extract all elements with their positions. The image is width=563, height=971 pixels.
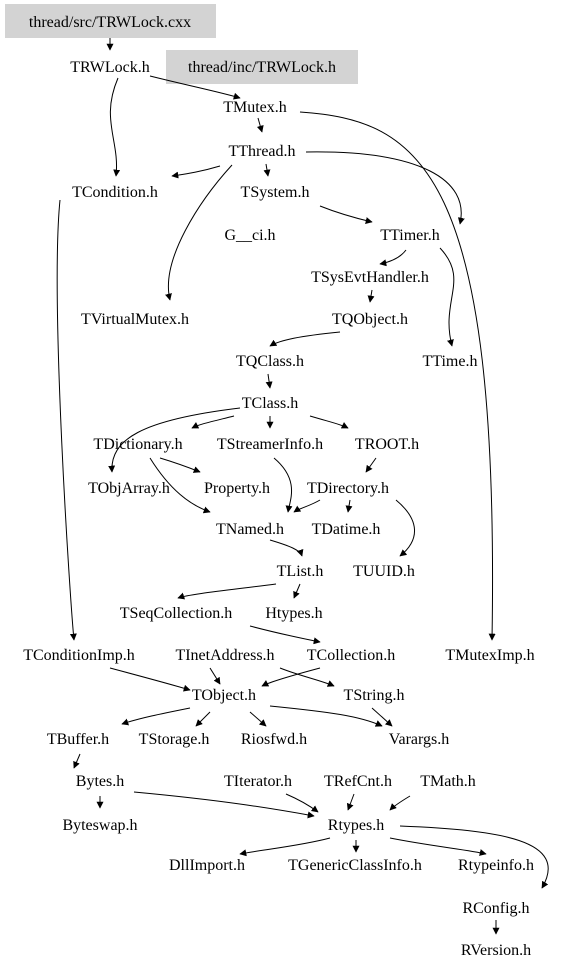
edge <box>345 499 353 513</box>
edge <box>365 457 377 473</box>
edge <box>265 373 273 389</box>
node-tobjarray-h[interactable]: TObjArray.h <box>88 480 170 497</box>
node-tobject-h[interactable]: TObject.h <box>192 687 256 704</box>
edge <box>209 667 221 685</box>
node-ttime-h[interactable]: TTime.h <box>423 353 478 370</box>
edge <box>305 151 465 225</box>
node-trwlock-h[interactable]: TRWLock.h <box>70 59 150 76</box>
node-byteswap-h[interactable]: Byteswap.h <box>62 817 137 834</box>
edge <box>159 457 201 473</box>
edge <box>165 164 233 301</box>
edge <box>149 75 241 100</box>
edge <box>73 753 81 769</box>
edge <box>371 707 393 727</box>
edge <box>293 499 321 513</box>
edge <box>249 625 321 645</box>
node-trefcnt-h[interactable]: TRefCnt.h <box>324 773 392 790</box>
edge <box>121 707 191 726</box>
edge <box>269 539 304 557</box>
node-tgenericclassinfo-h[interactable]: TGenericClassInfo.h <box>288 857 422 874</box>
edge <box>389 837 487 856</box>
node-tstring-h[interactable]: TString.h <box>344 687 405 704</box>
node-riosfwd-h[interactable]: Riosfwd.h <box>241 731 307 748</box>
node-rtypeinfo-h[interactable]: Rtypeinfo.h <box>458 857 534 874</box>
edge <box>269 705 383 727</box>
edge <box>149 457 211 514</box>
node-tcollection-h[interactable]: TCollection.h <box>307 647 395 664</box>
node-tmath-h[interactable]: TMath.h <box>420 773 476 790</box>
edge <box>293 583 301 599</box>
node-bytes-h[interactable]: Bytes.h <box>76 773 124 790</box>
highlight-box-trwlock-inc <box>166 50 358 84</box>
edge <box>389 795 411 811</box>
edge <box>109 667 191 692</box>
node-trwlock-inc[interactable]: thread/inc/TRWLock.h <box>188 59 336 76</box>
edge <box>239 837 331 857</box>
edge <box>395 499 415 557</box>
node-rconfig-h[interactable]: RConfig.h <box>462 900 529 917</box>
edge <box>177 583 277 600</box>
node-troot-h[interactable]: TROOT.h <box>355 436 419 453</box>
graph-nodes: thread/src/TRWLock.cxx TRWLock.h thread/… <box>23 14 534 959</box>
edge <box>108 407 241 473</box>
node-tuuid-h[interactable]: TUUID.h <box>353 563 415 580</box>
node-rtypes-h[interactable]: Rtypes.h <box>328 817 384 834</box>
edge <box>263 163 271 177</box>
node-tseqcollection-h[interactable]: TSeqCollection.h <box>120 605 232 622</box>
node-tmuteximp-h[interactable]: TMutexImp.h <box>445 647 534 664</box>
edge <box>171 165 221 179</box>
edge <box>109 77 121 177</box>
node-tvirtualmutex-h[interactable]: TVirtualMutex.h <box>81 311 189 328</box>
edge <box>273 457 293 513</box>
edge <box>261 667 321 687</box>
edge <box>379 249 407 267</box>
node-tinetaddress-h[interactable]: TInetAddress.h <box>175 647 274 664</box>
node-tsysevthandler-h[interactable]: TSysEvtHandler.h <box>311 269 429 286</box>
node-varargs-h[interactable]: Varargs.h <box>389 731 450 748</box>
node-g-ci-h[interactable]: G__ci.h <box>224 227 275 244</box>
node-tnamed-h[interactable]: TNamed.h <box>216 521 284 538</box>
node-tdirectory-h[interactable]: TDirectory.h <box>307 480 389 497</box>
edge <box>399 825 549 889</box>
edge <box>56 199 77 641</box>
node-property-h[interactable]: Property.h <box>204 480 270 497</box>
edge <box>309 415 349 429</box>
node-tdictionary-h[interactable]: TDictionary.h <box>93 436 182 453</box>
edge <box>133 791 315 819</box>
node-tconditionimp-h[interactable]: TConditionImp.h <box>23 647 135 664</box>
node-tclass-h[interactable]: TClass.h <box>242 395 298 412</box>
edge <box>346 793 355 811</box>
node-titerator-h[interactable]: TIterator.h <box>224 773 292 790</box>
edge <box>269 331 341 347</box>
edge <box>249 711 267 727</box>
node-tstorage-h[interactable]: TStorage.h <box>139 731 210 748</box>
node-tlist-h[interactable]: TList.h <box>277 563 324 580</box>
node-htypes-h[interactable]: Htypes.h <box>265 605 322 622</box>
highlight-box-trwlock-cxx <box>5 4 216 38</box>
node-tmutex-h[interactable]: TMutex.h <box>223 99 287 116</box>
edge <box>367 289 375 303</box>
edge <box>279 667 335 687</box>
edge <box>195 711 211 727</box>
graph-edges <box>56 38 549 935</box>
edge <box>439 247 455 347</box>
edge <box>319 205 373 224</box>
node-rversion-h[interactable]: RVersion.h <box>461 942 531 959</box>
node-ttimer-h[interactable]: TTimer.h <box>380 227 439 244</box>
node-tsystem-h[interactable]: TSystem.h <box>241 184 310 201</box>
node-trwlock-cxx[interactable]: thread/src/TRWLock.cxx <box>29 14 191 31</box>
node-tdatime-h[interactable]: TDatime.h <box>312 521 381 538</box>
edge <box>191 415 235 429</box>
edge <box>256 117 264 133</box>
node-tcondition-h[interactable]: TCondition.h <box>72 184 158 201</box>
edge <box>299 111 496 641</box>
node-tbuffer-h[interactable]: TBuffer.h <box>47 731 109 748</box>
node-tstreamerinfo-h[interactable]: TStreamerInfo.h <box>217 436 323 453</box>
node-tqclass-h[interactable]: TQClass.h <box>236 353 304 370</box>
node-tqobject-h[interactable]: TQObject.h <box>332 311 408 328</box>
edge <box>285 793 319 813</box>
node-dllimport-h[interactable]: DllImport.h <box>169 857 245 874</box>
node-tthread-h[interactable]: TThread.h <box>228 143 295 160</box>
